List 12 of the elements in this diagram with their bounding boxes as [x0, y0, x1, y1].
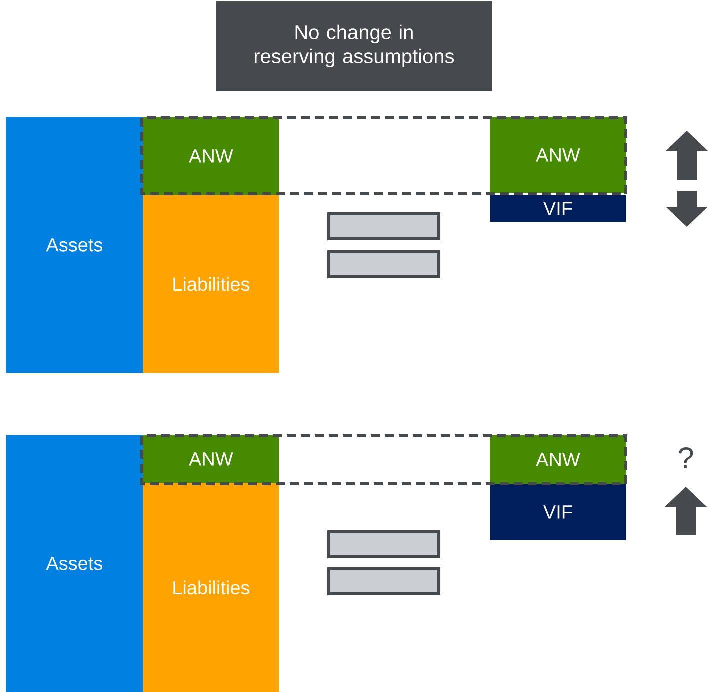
question-mark: ? [678, 448, 694, 468]
liabilities-block: Liabilities [143, 195, 280, 374]
anw-block: ANW [143, 117, 280, 196]
assets-bar: Assets [6, 117, 144, 374]
title-box: No change in reserving assumptions [216, 1, 492, 92]
vif-block: VIF [490, 484, 626, 540]
assets-bar: Assets [6, 435, 144, 692]
vif-block: VIF [490, 195, 626, 222]
anw-block: ANW [490, 117, 626, 194]
anw-block: ANW [143, 435, 280, 484]
liabilities-block: Liabilities [143, 483, 280, 692]
anw-block: ANW [490, 435, 626, 484]
